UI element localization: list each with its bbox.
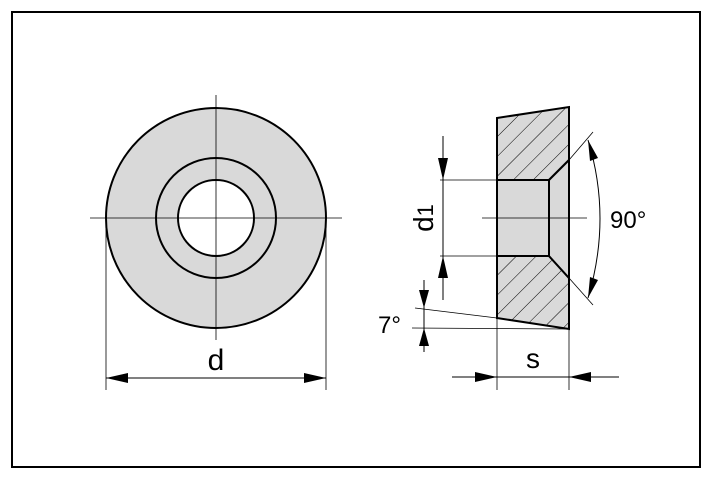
arrow-icon [438, 256, 448, 278]
arrow-icon [419, 328, 429, 346]
label-90: 90° [610, 207, 646, 234]
arrow-icon [438, 158, 448, 180]
arrow-icon [304, 373, 326, 383]
label-s: s [526, 343, 540, 374]
arrow-icon [106, 373, 128, 383]
label-d1: d1 [408, 204, 439, 232]
arrow-icon [475, 372, 497, 382]
arrow-icon [419, 290, 429, 308]
drawing-frame [11, 11, 701, 468]
arrow-icon [588, 277, 598, 298]
chamfer-section [548, 157, 570, 281]
angle-arc-90 [587, 139, 601, 299]
label-7: 7° [378, 312, 401, 339]
section-view: d1 90° 7° s [378, 105, 646, 390]
front-view: d [90, 95, 342, 390]
arrow-icon [569, 372, 591, 382]
label-d: d [208, 344, 225, 377]
arrow-icon [588, 140, 598, 161]
section-upper [496, 105, 570, 181]
